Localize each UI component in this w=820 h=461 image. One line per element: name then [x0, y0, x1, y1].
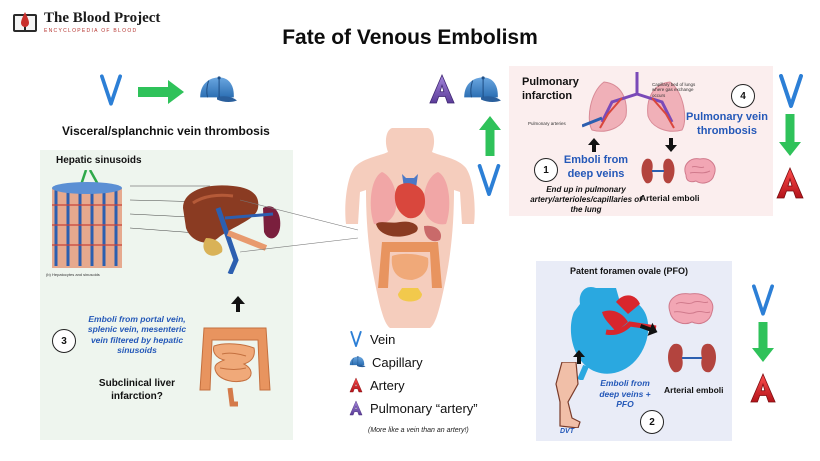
arrow-up-icon	[588, 138, 600, 152]
arrow-up-green-icon	[479, 116, 501, 156]
kidneys-brain-icon	[641, 158, 716, 184]
arrow-right-icon	[640, 322, 658, 336]
arrow-down-green-icon	[752, 322, 774, 362]
pfo-title: Patent foramen ovale (PFO)	[570, 266, 689, 276]
heart-pfo-icon	[570, 286, 657, 380]
brain-icon	[668, 293, 714, 325]
connector-lines	[240, 199, 359, 253]
pfo-emboli-text: Emboli from deep veins + PFO	[599, 378, 651, 410]
book-drop-icon	[13, 12, 37, 32]
hepatic-sinusoids-title: Hepatic sinusoids	[56, 155, 142, 166]
capillary-cap-icon	[196, 74, 238, 106]
pulmonary-panel	[509, 66, 773, 216]
arrow-up-icon	[573, 350, 585, 364]
legend-note: (More like a vein than an artery!)	[368, 427, 469, 434]
logo-subtitle: ENCYCLOPEDIA OF BLOOD	[44, 27, 138, 34]
step-4-badge: 4	[731, 84, 755, 108]
capillary-cap-icon	[460, 74, 502, 106]
arrow-down-icon	[665, 138, 677, 152]
step-3-badge: 3	[52, 329, 76, 353]
leg-icon	[555, 362, 581, 428]
vein-icon	[100, 74, 122, 106]
arrow-up-icon	[231, 296, 245, 312]
artery-icon	[775, 166, 805, 200]
logo-name: The Blood Project	[44, 9, 161, 26]
pfo-arterial-emboli: Arterial emboli	[664, 385, 724, 395]
legend-label: Artery	[370, 377, 405, 393]
step-2-badge: 2	[640, 410, 664, 434]
kidneys-icon	[668, 343, 716, 373]
pulmonary-arteries-label: Pulmonary arteries	[528, 121, 566, 126]
capillary-bed-label: Capillary bed of lungs where gas exchang…	[652, 82, 696, 98]
vein-icon	[779, 74, 803, 108]
legend: Vein Capillary Artery Pulmonary “artery”	[348, 331, 478, 416]
vein-icon	[752, 284, 774, 316]
pulmonary-artery-icon	[428, 73, 456, 105]
liver-infarction-question: Subclinical liver infarction?	[98, 378, 176, 402]
step-1-badge: 1	[534, 158, 558, 182]
legend-label: Vein	[370, 331, 396, 347]
liver-lobule-illustration-icon: (b) Hepatocytes and sinusoids	[46, 170, 122, 277]
pulmonary-end-up-text: End up in pulmonary artery/arterioles/ca…	[530, 185, 642, 214]
lungs-capillary-icon	[582, 72, 686, 132]
pulmonary-emboli-text: Emboli from deep veins	[563, 154, 629, 180]
intestines-icon	[199, 327, 271, 407]
visceral-emboli-text: Emboli from portal vein, splenic vein, m…	[87, 314, 187, 356]
artery-icon	[348, 377, 364, 393]
logo: The Blood Project ENCYCLOPEDIA OF BLOOD	[12, 10, 160, 34]
capillary-cap-icon	[348, 354, 366, 370]
pulmonary-vein-thrombosis-text: Pulmonary vein thrombosis	[686, 111, 768, 137]
pulmonary-arterial-emboli: Arterial emboli	[640, 193, 700, 203]
legend-item-vein: Vein	[348, 331, 478, 347]
dvt-label: DVT	[560, 428, 574, 435]
artery-icon	[749, 372, 777, 404]
pulmonary-artery-icon	[348, 400, 364, 416]
liver-icon	[183, 185, 281, 274]
visceral-heading: Visceral/splanchnic vein thrombosis	[62, 124, 270, 138]
arrow-down-green-icon	[779, 114, 801, 156]
page-title: Fate of Venous Embolism	[282, 26, 538, 49]
pulmonary-infarction-title: Pulmonary infarction	[522, 76, 579, 103]
legend-item-artery: Artery	[348, 377, 478, 393]
legend-item-capillary: Capillary	[348, 354, 478, 370]
svg-text:(b) Hepatocytes and sinusoids: (b) Hepatocytes and sinusoids	[46, 272, 100, 277]
legend-label: Pulmonary “artery”	[370, 400, 478, 416]
arrow-right-icon	[138, 80, 184, 104]
legend-label: Capillary	[372, 354, 423, 370]
vein-icon	[477, 164, 501, 196]
legend-item-pulmonary-artery: Pulmonary “artery”	[348, 400, 478, 416]
torso-organs-icon	[345, 128, 475, 328]
vein-icon	[348, 331, 364, 347]
